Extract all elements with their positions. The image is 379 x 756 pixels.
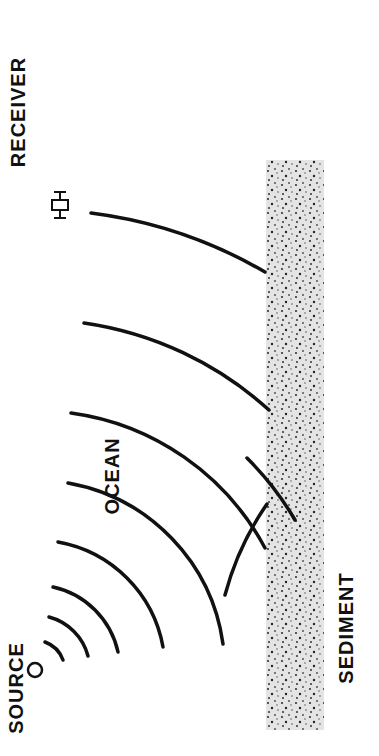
wavefronts xyxy=(45,213,295,660)
receiver-symbol xyxy=(52,192,68,218)
source-label: SOURCE xyxy=(5,642,28,734)
sediment-band xyxy=(266,160,324,730)
sediment-stipple xyxy=(266,160,324,730)
sediment-label: SEDIMENT xyxy=(335,572,358,683)
receiver-label: RECEIVER xyxy=(7,57,30,167)
source-symbol xyxy=(28,663,42,677)
ocean-label: OCEAN xyxy=(101,437,124,514)
